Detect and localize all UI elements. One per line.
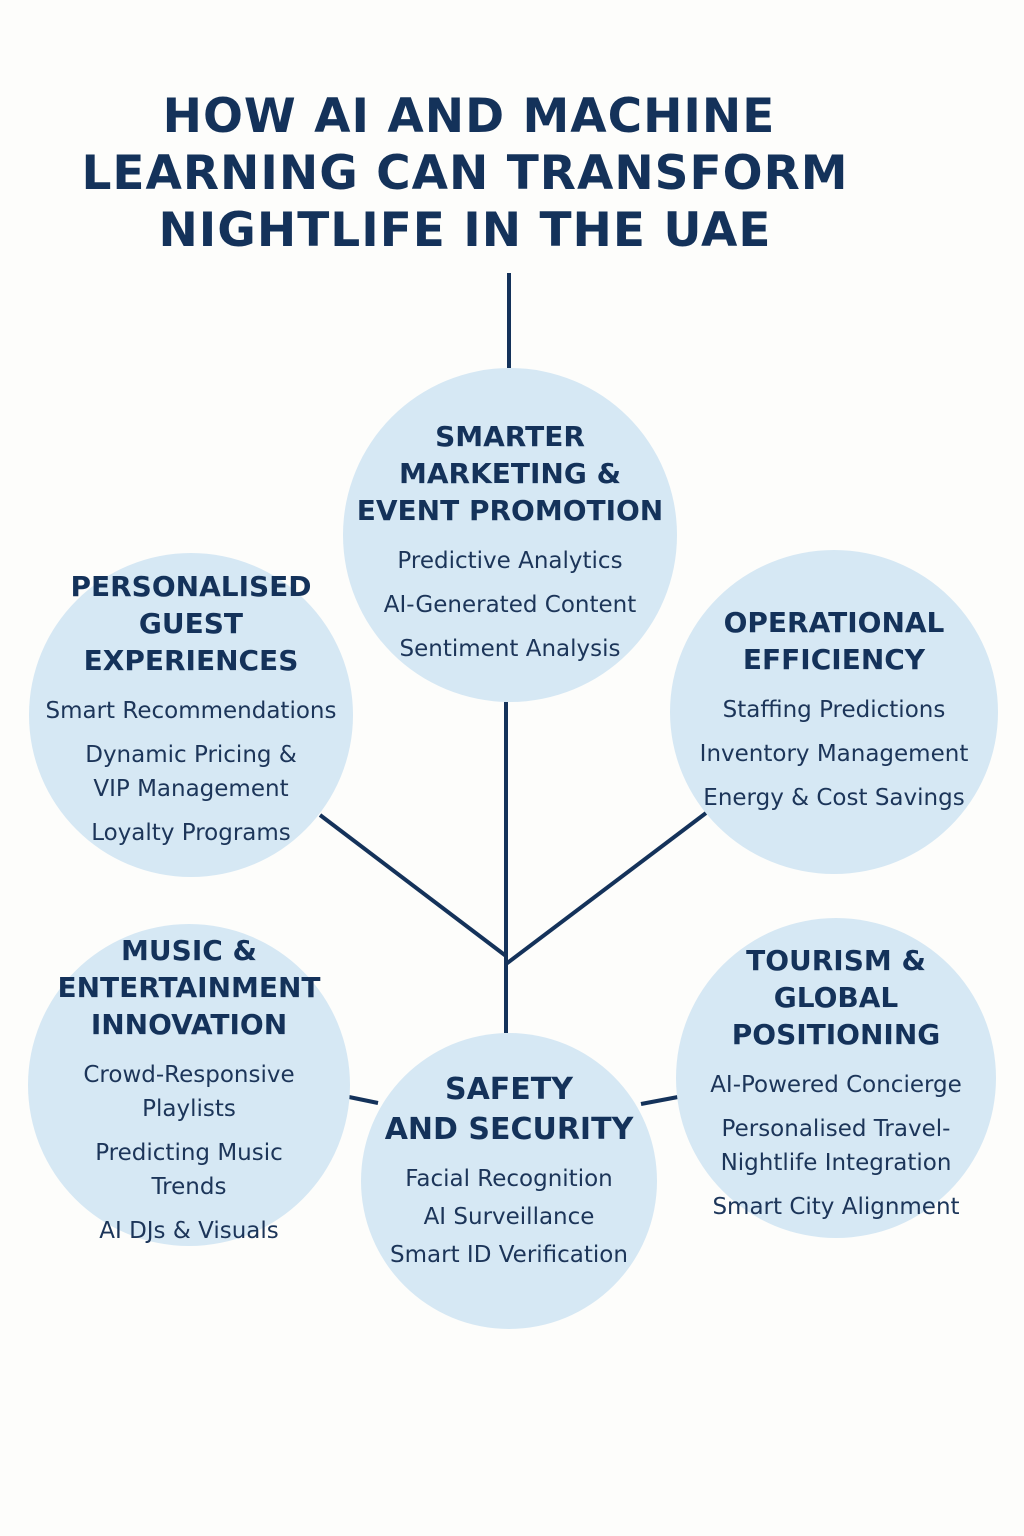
list-item: Smart ID Verification [390, 1242, 628, 1268]
node-title-line: GUEST [138, 606, 244, 640]
node-title-line: OPERATIONAL [723, 606, 945, 639]
list-item-line: Trends [151, 1173, 227, 1200]
node-title-line: SAFETY [444, 1072, 573, 1107]
list-item: Sentiment Analysis [399, 635, 621, 662]
list-item: Dynamic Pricing & VIP Management [85, 738, 297, 806]
list-item: Predictive Analytics [397, 547, 623, 574]
list-item: AI-Powered Concierge [710, 1071, 962, 1098]
node-title: OPERATIONAL EFFICIENCY [724, 604, 945, 678]
node-title-line: INNOVATION [90, 1007, 288, 1041]
list-item-line: Personalised Travel- [721, 1115, 951, 1142]
list-item: Smart City Alignment [712, 1193, 960, 1220]
list-item-line: Dynamic Pricing & [85, 741, 297, 768]
node-title-line: TOURISM & [746, 943, 926, 977]
list-item: Staffing Predictions [722, 697, 946, 723]
node-music-entertainment: MUSIC & ENTERTAINMENT INNOVATION Crowd-R… [28, 924, 350, 1246]
node-title: MUSIC & ENTERTAINMENT INNOVATION [57, 932, 320, 1043]
list-item: Facial Recognition [405, 1166, 613, 1192]
node-safety-security: SAFETY AND SECURITY Facial Recognition A… [361, 1033, 657, 1329]
node-title: SMARTER MARKETING & EVENT PROMOTION [357, 418, 664, 529]
node-title-line: MUSIC & [121, 933, 257, 967]
node-title-line: MARKETING & [398, 456, 621, 490]
list-item: Loyalty Programs [91, 819, 291, 846]
node-title-line: EVENT PROMOTION [356, 493, 664, 527]
connector-ops-to-hub [504, 811, 708, 966]
title-line-2: LEARNING CAN TRANSFORM [81, 146, 849, 201]
node-title-line: GLOBAL [773, 980, 899, 1014]
list-item: Smart Recommendations [45, 697, 337, 724]
node-title: SAFETY AND SECURITY [385, 1070, 634, 1150]
list-item-line: VIP Management [93, 775, 289, 802]
list-item: AI-Generated Content [383, 591, 637, 618]
node-title: TOURISM & GLOBAL POSITIONING [732, 942, 941, 1053]
list-item: Predicting Music Trends [95, 1136, 283, 1204]
node-title: PERSONALISED GUEST EXPERIENCES [70, 568, 311, 679]
list-item-line: Predicting Music [95, 1139, 283, 1166]
connector-tourism-to-safety [640, 1095, 679, 1106]
title-line-1: HOW AI AND MACHINE [162, 89, 776, 144]
connector-music-to-safety [348, 1095, 379, 1105]
node-title-line: SMARTER [435, 419, 585, 453]
list-item: AI Surveillance [423, 1204, 595, 1230]
list-item: Crowd-Responsive Playlists [83, 1058, 294, 1126]
list-item: Inventory Management [699, 741, 969, 767]
list-item: AI DJs & Visuals [99, 1217, 279, 1244]
node-title-line: ENTERTAINMENT [57, 970, 321, 1004]
node-operational-efficiency: OPERATIONAL EFFICIENCY Staffing Predicti… [670, 550, 998, 874]
list-item: Personalised Travel- Nightlife Integrati… [721, 1112, 952, 1180]
node-title-line: EXPERIENCES [83, 643, 299, 677]
page-title: HOW AI AND MACHINE LEARNING CAN TRANSFOR… [0, 88, 930, 259]
node-personalised-guest-experiences: PERSONALISED GUEST EXPERIENCES Smart Rec… [29, 553, 353, 877]
list-item-line: Playlists [142, 1095, 236, 1122]
list-item-line: Crowd-Responsive [83, 1061, 295, 1088]
node-title-line: PERSONALISED [70, 569, 312, 603]
node-smarter-marketing: SMARTER MARKETING & EVENT PROMOTION Pred… [343, 368, 677, 702]
node-title-line: EFFICIENCY [742, 643, 926, 676]
node-tourism-global-positioning: TOURISM & GLOBAL POSITIONING AI-Powered … [676, 918, 996, 1238]
title-line-3: NIGHTLIFE IN THE UAE [158, 203, 772, 258]
connector-guest-to-hub [318, 813, 508, 958]
list-item-line: Nightlife Integration [720, 1149, 952, 1176]
list-item: Energy & Cost Savings [703, 785, 965, 811]
node-title-line: POSITIONING [731, 1017, 941, 1051]
node-title-line: AND SECURITY [384, 1112, 634, 1147]
